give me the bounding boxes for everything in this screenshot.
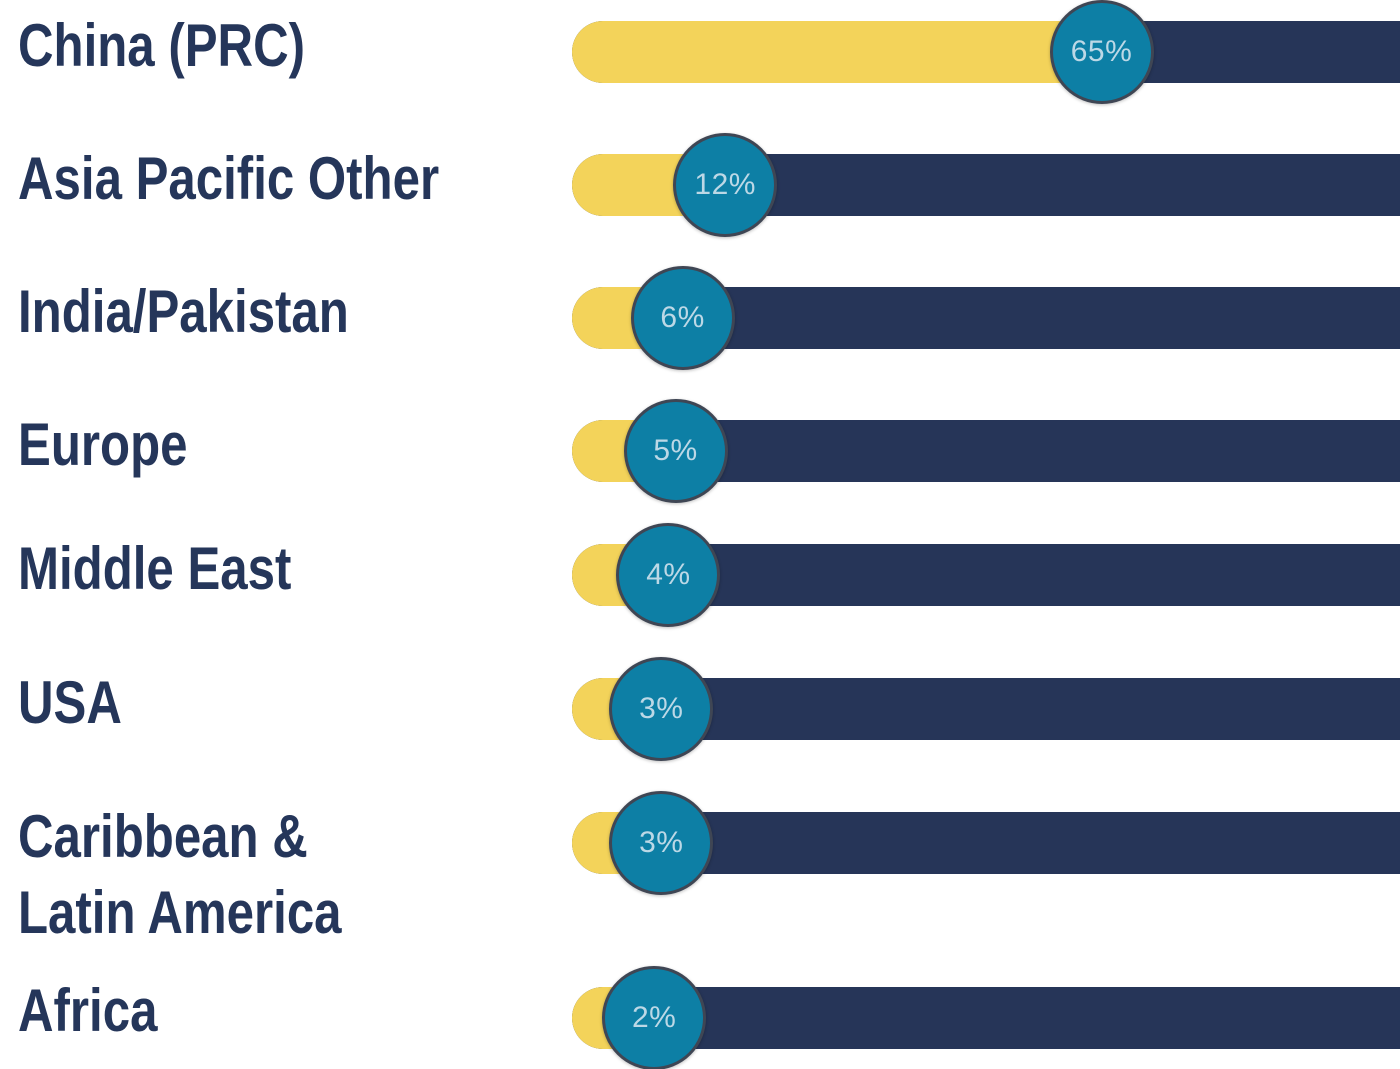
category-label-line: Asia Pacific Other (18, 145, 440, 212)
category-label-line: USA (18, 669, 122, 736)
value-knob: 3% (609, 791, 714, 895)
bar-fill (572, 21, 1102, 83)
bar-track (572, 21, 1400, 83)
value-label: 12% (694, 168, 756, 201)
category-label: Caribbean & Latin America (18, 799, 342, 951)
category-label: China (PRC) (18, 8, 305, 84)
value-label: 65% (1070, 35, 1133, 68)
value-label: 5% (653, 434, 698, 467)
category-label-line: Europe (18, 411, 188, 478)
category-label-line: Africa (18, 977, 158, 1044)
category-label: Middle East (18, 531, 291, 607)
value-knob: 6% (630, 266, 735, 370)
value-knob: 4% (616, 523, 721, 627)
value-label: 2% (632, 1001, 677, 1034)
value-knob: 12% (673, 133, 778, 237)
category-label-line: Middle East (18, 535, 292, 602)
category-label-line: Latin America (18, 879, 342, 946)
value-knob: 65% (1049, 0, 1154, 104)
value-label: 3% (639, 826, 684, 859)
value-label: 6% (660, 301, 705, 334)
category-label: Africa (18, 973, 157, 1049)
category-label: Europe (18, 407, 187, 483)
category-label-line: India/Pakistan (18, 278, 349, 345)
value-knob: 5% (623, 399, 728, 503)
value-label: 3% (639, 692, 684, 725)
category-label-line: Caribbean & (18, 803, 308, 870)
category-label: Asia Pacific Other (18, 141, 439, 217)
value-label: 4% (646, 558, 691, 591)
category-label: USA (18, 665, 122, 741)
value-knob: 2% (602, 966, 707, 1069)
category-label: India/Pakistan (18, 274, 349, 350)
value-knob: 3% (609, 657, 714, 761)
category-label-line: China (PRC) (18, 12, 305, 79)
